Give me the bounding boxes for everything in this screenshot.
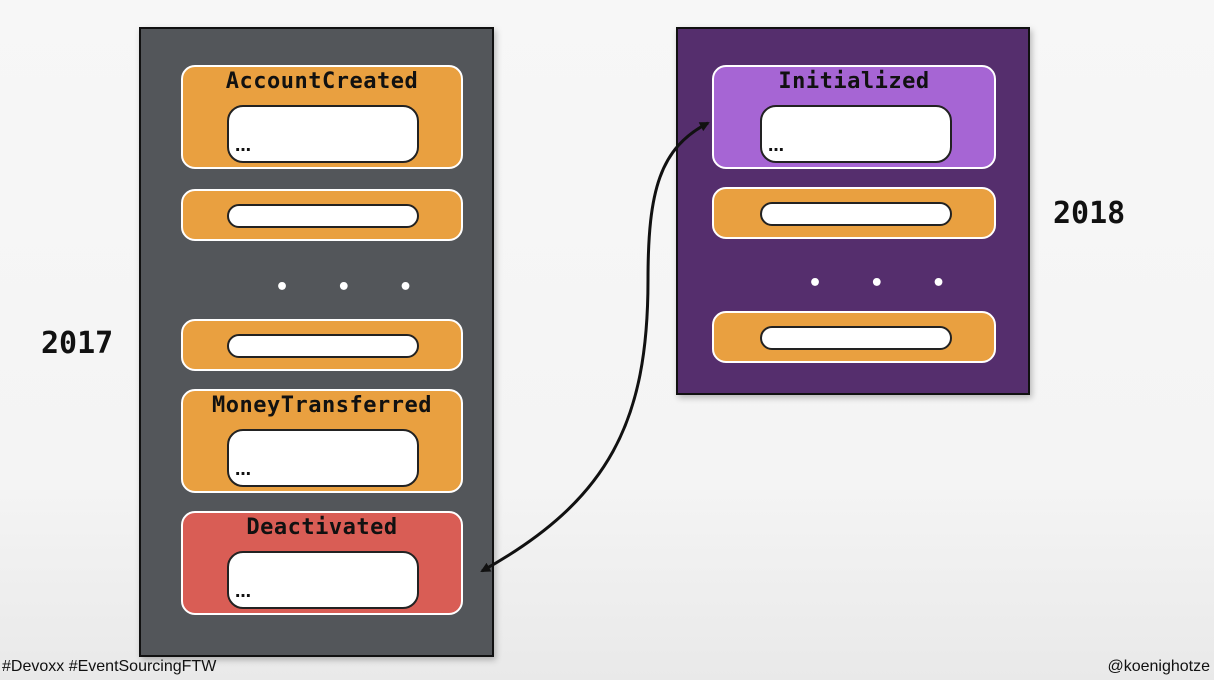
event-payload xyxy=(227,204,419,228)
footer-hashtags: #Devoxx #EventSourcingFTW xyxy=(2,658,217,675)
event-generic xyxy=(712,187,996,239)
event-payload: … xyxy=(227,551,419,609)
payload-ellipsis: … xyxy=(768,136,784,155)
payload-ellipsis: … xyxy=(235,460,251,479)
year-label-2018: 2018 xyxy=(1053,196,1126,231)
event-account-created: AccountCreated … xyxy=(181,65,463,169)
payload-ellipsis: … xyxy=(235,136,251,155)
more-events-ellipsis: • • • xyxy=(808,271,966,296)
event-title: Initialized xyxy=(778,69,930,94)
event-generic xyxy=(712,311,996,363)
event-deactivated: Deactivated … xyxy=(181,511,463,615)
year-label-2017: 2017 xyxy=(41,326,114,361)
event-initialized: Initialized … xyxy=(712,65,996,169)
event-title: Deactivated xyxy=(246,515,398,540)
event-generic xyxy=(181,189,463,241)
event-store-2018: Initialized … • • • xyxy=(676,27,1030,395)
event-payload xyxy=(760,326,952,350)
arrow-path xyxy=(480,121,710,573)
event-payload xyxy=(227,334,419,358)
event-payload: … xyxy=(227,105,419,163)
more-events-ellipsis: • • • xyxy=(275,275,433,300)
event-generic xyxy=(181,319,463,371)
event-title: AccountCreated xyxy=(225,69,419,94)
event-payload xyxy=(760,202,952,226)
event-title: MoneyTransferred xyxy=(212,393,432,418)
footer-handle: @koenighotze xyxy=(1107,658,1210,675)
event-payload: … xyxy=(227,429,419,487)
event-money-transferred: MoneyTransferred … xyxy=(181,389,463,493)
event-payload: … xyxy=(760,105,952,163)
payload-ellipsis: … xyxy=(235,582,251,601)
event-store-2017: AccountCreated … • • • MoneyTransferred … xyxy=(139,27,494,657)
